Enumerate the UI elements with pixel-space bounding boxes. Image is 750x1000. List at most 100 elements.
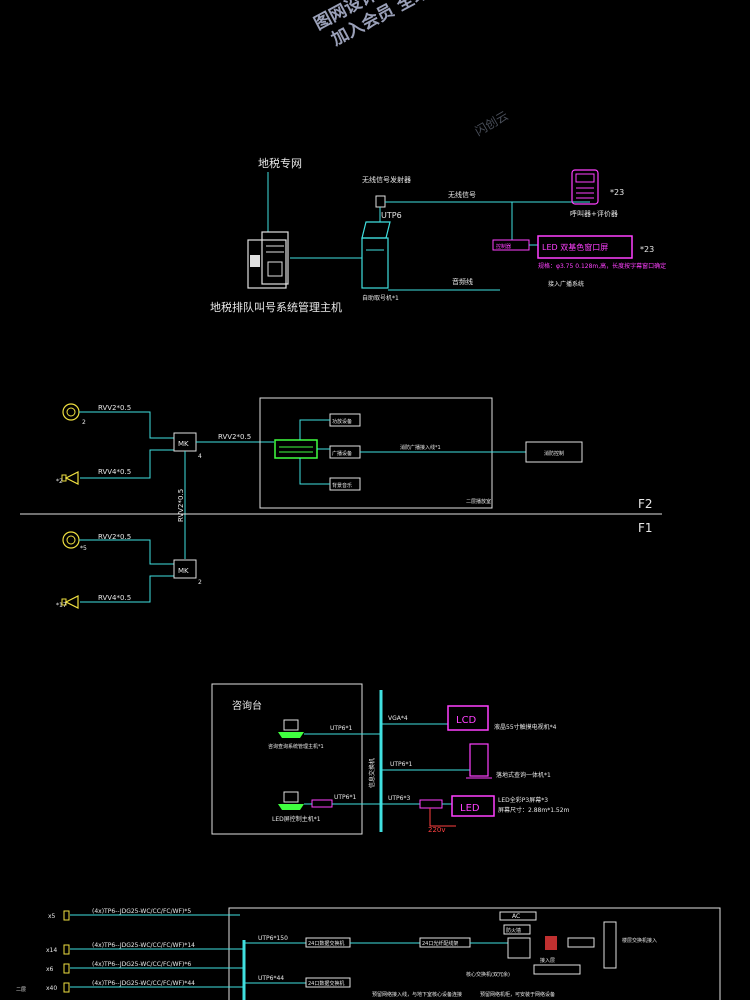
led-label-s3: LED [460,803,480,814]
computer-2-icon [278,791,304,810]
amplifier-icon [274,439,318,459]
outlet-2-icon [63,944,70,955]
speaker-bottom-count: *5 [80,545,87,552]
server-icon [247,231,289,289]
pc2-controller [311,799,333,808]
wireless-transmitter-icon [375,195,386,208]
row-2-cable: (4x)TP6--JDG25-WC/CC/FC/WF)*14 [92,942,195,949]
cable-mid: RVV2*0.5 [218,433,251,441]
row-4-cable: (4x)TP6--JDG25-WC/CC/FC/WF)*44 [92,980,195,987]
horn-speaker-bottom-icon [61,595,79,609]
mk-top-label: MK [178,440,189,448]
cable-top2: RVV4*0.5 [98,468,131,476]
firewall-box [503,924,531,935]
floor-f2: F2 [638,497,653,511]
router-icon [545,936,557,950]
host-label: 地税排队叫号系统管理主机 [210,300,342,314]
bus-label: 信息交换机 [368,758,376,788]
led-note2: 屏幕尺寸：2.88m*1.52m [498,806,570,814]
bottom-note-2: 预留网络接入线，与地下室核心设备连接 [372,991,462,998]
power-line [429,808,456,827]
power-label: 220v [428,826,446,834]
kiosk-label: 自助取号机*1 [362,294,399,302]
box-3-label: 背景音乐 [332,482,352,489]
section-broadcast: 2 RVV2*0.5 *2 RVV4*0.5 MK 4 RVV2*0.5 RVV… [20,397,662,609]
row-1-mult: x5 [48,913,56,920]
network-label: 地税专网 [258,156,302,170]
controller-label: 控制器 [496,243,511,250]
box-2-label: 广播设备 [332,450,352,457]
desk-box [211,683,363,835]
room-label: 二层播放室 [466,498,491,505]
row-2-mult: x14 [46,947,57,954]
cable-bottom1: RVV2*0.5 [98,533,131,541]
cable-vertical: RVV2*0.5 [177,489,185,522]
outlet-1-icon [63,910,70,921]
ceiling-speaker-icon [62,403,80,421]
watermark-mid: 闪创云 [473,108,511,138]
led-screen [451,795,495,817]
utp-b: UTP6*44 [258,975,284,982]
lcd-screen [447,705,489,731]
utp-label: UTP6 [381,211,402,220]
mk-top-num: 4 [198,453,202,460]
pc1-label: 咨询查询系统管理主机*1 [268,743,324,750]
caller-icon [571,169,599,205]
broadcast-room-box [259,397,493,509]
tag4: 防火墙 [506,927,521,934]
horn-bottom-count: *17 [56,602,67,609]
rack-box [603,921,617,969]
row-1-cable: (4x)TP6--JDG25-WC/CC/FC/WF)*5 [92,908,191,915]
access-box [567,937,595,948]
speaker-top-cable [79,411,174,439]
query-kiosk-icon [469,743,489,777]
wireless-transmitter-label: 无线信号发射器 [362,175,411,184]
outlet-3-icon [63,963,70,974]
ceiling-speaker-bottom-icon [62,531,80,549]
horn-top-cable [80,449,174,479]
tag6: 楼层交换机接入 [622,937,657,944]
row-4-mult: x40 [46,985,57,992]
ac-box [499,911,537,921]
outlet-4-icon [63,982,70,993]
cable-top1: RVV2*0.5 [98,404,131,412]
bottom-note: 预留网络机柜，可安装于网络设备 [480,991,555,998]
box-1-label: 功放设备 [332,418,352,425]
caller-count: *23 [610,188,624,197]
desk-label: 咨询台 [232,699,262,712]
vga: VGA*4 [388,715,408,722]
horn-speaker-icon [61,471,79,485]
wireless-signal-label: 无线信号 [448,190,476,199]
led-note1: LED全彩P3屏幕*3 [498,796,548,804]
audio-label: 音频线 [452,277,473,286]
led-count: *23 [640,245,654,254]
caller-label: 呼叫器+评价器 [570,209,618,218]
right-box-label: 消防控制 [544,450,564,457]
horn-top-count: *2 [56,478,63,485]
tag5: 接入层 [540,957,555,964]
tag3: 24口光纤配线架 [422,940,458,947]
horn-bottom-cable [80,575,174,603]
section-consultation: 咨询台 咨询查询系统管理主机*1 UTP6*1 LED屏控制主机*1 UTP6*… [211,683,570,835]
led-controller [419,799,443,809]
led-label: LED 双基色窗口屏 [542,242,608,252]
switch-3-box [533,964,581,975]
pc2-label: LED屏控制主机*1 [272,815,321,823]
lcd-note: 液晶55寸触摸电视机*4 [494,723,557,731]
kiosk-icon [361,221,391,289]
mk-bottom-box [173,559,197,579]
ac-label: AC [512,913,520,920]
computer-icon [278,719,304,738]
kiosk-note: 落地式查询一体机*1 [496,771,551,779]
core-switch-box [507,937,531,959]
mk-bottom-num: 2 [198,579,202,586]
row-3-cable: (4x)TP6--JDG25-WC/CC/FC/WF)*6 [92,961,191,968]
utp4: UTP6*3 [388,795,410,802]
link-label: 消防广播接入线*1 [400,444,441,451]
network-room-box [228,907,721,1000]
right-box [525,441,583,463]
tag2: 24口数据交换机 [308,980,344,987]
section-network: x5 (4x)TP6--JDG25-WC/CC/FC/WF)*5 x14 (4x… [16,907,721,1000]
cable-bottom2: RVV4*0.5 [98,594,131,602]
